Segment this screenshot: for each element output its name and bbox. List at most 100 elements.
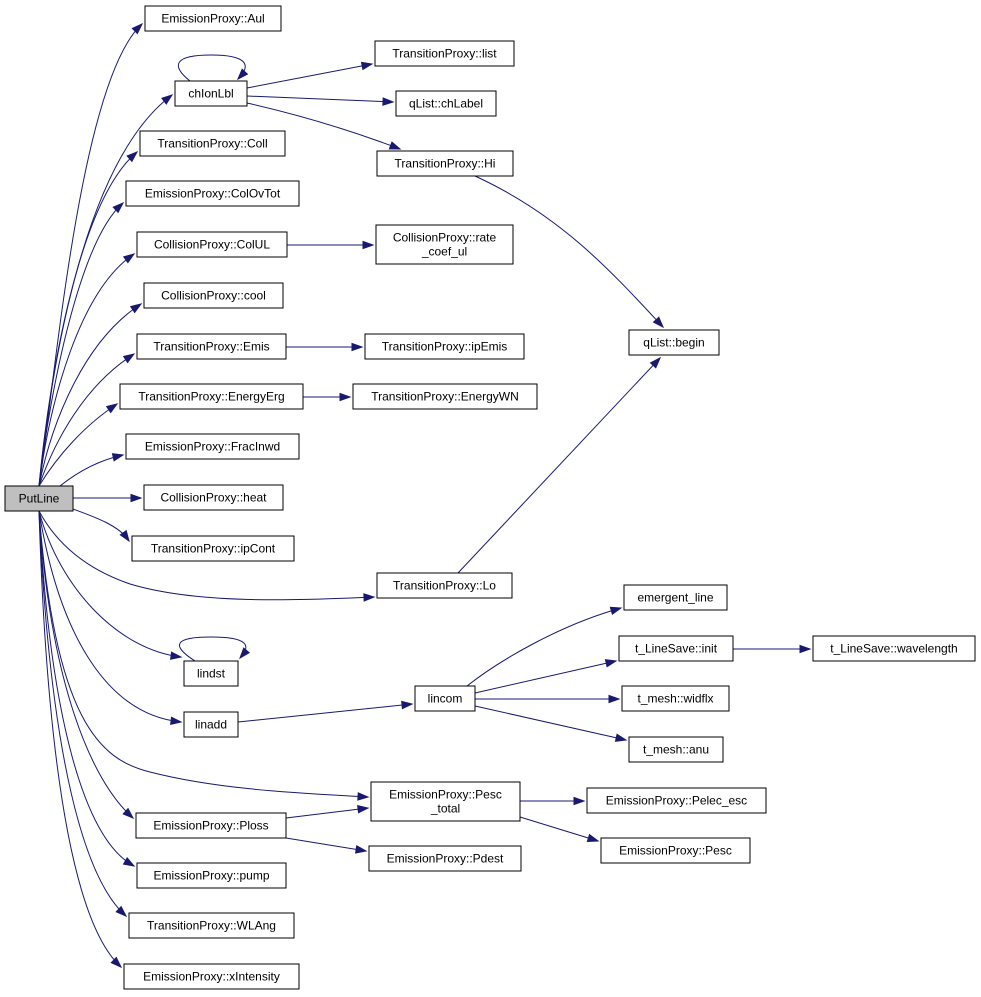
node-widflx[interactable]: t_mesh::widflx — [621, 685, 730, 712]
edge-chionlbl-to-list — [246, 61, 374, 89]
node-lo[interactable]: TransitionProxy::Lo — [376, 572, 513, 599]
node-fracinwd[interactable]: EmissionProxy::FracInwd — [125, 433, 300, 460]
edge-line — [474, 175, 664, 328]
node-aul[interactable]: EmissionProxy::Aul — [144, 5, 282, 32]
node-rate_coef_ul[interactable]: CollisionProxy::rate_coef_ul — [375, 224, 514, 265]
arrowhead — [161, 94, 174, 105]
edge-line — [246, 102, 401, 150]
edges — [38, 22, 812, 969]
node-pump[interactable]: EmissionProxy::pump — [136, 862, 287, 889]
arrowhead — [170, 716, 183, 726]
node-box — [618, 635, 734, 662]
edge-putline-to-wlang — [38, 510, 128, 918]
node-box — [136, 231, 288, 258]
edge-line — [38, 510, 134, 819]
node-begin[interactable]: qList::begin — [628, 329, 720, 356]
node-label: EmissionProxy::Pdest — [387, 852, 504, 866]
edge-line — [179, 636, 247, 662]
edge-line — [457, 357, 661, 574]
node-box — [143, 282, 284, 309]
edge-colul-to-rate_coef_ul — [287, 240, 375, 250]
node-chlabel[interactable]: qList::chLabel — [395, 90, 497, 117]
node-xintensity[interactable]: EmissionProxy::xIntensity — [123, 963, 300, 990]
arrowhead — [119, 529, 130, 543]
arrowhead — [604, 659, 618, 668]
node-emis[interactable]: TransitionProxy::Emis — [136, 333, 287, 360]
edge-line — [237, 703, 413, 723]
node-pdest[interactable]: EmissionProxy::Pdest — [368, 845, 522, 872]
node-lincom[interactable]: lincom — [414, 685, 476, 712]
node-heat[interactable]: CollisionProxy::heat — [143, 484, 284, 511]
node-label: EmissionProxy::Aul — [161, 12, 264, 26]
node-pesc_total[interactable]: EmissionProxy::Pesc_total — [370, 781, 521, 822]
edge-line — [38, 510, 182, 658]
node-label: TransitionProxy::ipCont — [151, 542, 276, 556]
arrowhead — [363, 593, 376, 602]
node-hi[interactable]: TransitionProxy::Hi — [376, 150, 514, 177]
node-label: t_mesh::widflx — [637, 692, 713, 706]
arrowhead — [112, 201, 125, 214]
node-box — [125, 433, 300, 460]
node-label: t_LineSave::init — [635, 642, 718, 656]
edge-putline-to-emis — [38, 353, 136, 487]
edge-line — [38, 403, 118, 487]
node-pelec_esc[interactable]: EmissionProxy::Pelec_esc — [586, 787, 767, 814]
edge-chionlbl-to-chionlbl — [178, 54, 249, 82]
edge-lincom-to-init — [474, 659, 618, 694]
node-box — [376, 572, 513, 599]
edge-pesc_total-to-pelec_esc — [520, 796, 586, 806]
node-label: EmissionProxy::pump — [153, 869, 269, 883]
arrowhead — [586, 833, 600, 843]
edge-line — [246, 63, 373, 89]
node-ipcont[interactable]: TransitionProxy::ipCont — [131, 535, 295, 562]
edge-line — [519, 816, 599, 842]
node-putline[interactable]: PutLine — [4, 485, 74, 512]
arrowhead — [614, 733, 628, 742]
node-lindst[interactable]: lindst — [183, 660, 239, 687]
node-energywn[interactable]: TransitionProxy::EnergyWN — [352, 383, 538, 410]
arrowhead — [382, 97, 395, 106]
node-colovtot[interactable]: EmissionProxy::ColOvTot — [125, 180, 300, 207]
edge-lincom-to-anu — [474, 705, 628, 742]
arrowhead — [126, 151, 139, 163]
node-label: qList::chLabel — [409, 97, 483, 111]
edge-line — [285, 837, 367, 852]
node-label: qList::begin — [643, 336, 704, 350]
node-box — [812, 635, 976, 662]
node-label: lindst — [197, 667, 226, 681]
node-linadd[interactable]: linadd — [183, 711, 239, 738]
arrowhead — [362, 240, 375, 250]
node-box — [352, 383, 538, 410]
node-label: TransitionProxy::Emis — [153, 340, 269, 354]
arrowhead — [354, 845, 368, 854]
node-anu[interactable]: t_mesh::anu — [628, 736, 724, 763]
node-init[interactable]: t_LineSave::init — [618, 635, 734, 662]
node-box — [628, 736, 724, 763]
node-cool[interactable]: CollisionProxy::cool — [143, 282, 284, 309]
node-wavelength[interactable]: t_LineSave::wavelength — [812, 635, 976, 662]
arrowhead — [105, 403, 119, 414]
node-emergent_line[interactable]: emergent_line — [623, 584, 728, 611]
node-coll[interactable]: TransitionProxy::Coll — [139, 130, 286, 157]
arrowhead — [110, 956, 123, 969]
arrowhead — [122, 807, 135, 819]
node-chionlbl[interactable]: chIonLbl — [174, 80, 248, 107]
node-ploss[interactable]: EmissionProxy::Ploss — [135, 812, 287, 839]
node-colul[interactable]: CollisionProxy::ColUL — [136, 231, 288, 258]
node-box — [370, 781, 521, 822]
node-energyerg[interactable]: TransitionProxy::EnergyErg — [119, 383, 304, 410]
node-label: TransitionProxy::EnergyErg — [138, 390, 284, 404]
node-ipemis[interactable]: TransitionProxy::ipEmis — [364, 333, 525, 360]
node-label: _coef_ul — [421, 245, 467, 259]
edge-line — [246, 95, 394, 103]
edge-putline-to-heat — [73, 493, 143, 503]
node-box — [374, 40, 515, 67]
edge-putline-to-pesc_total — [38, 510, 370, 801]
node-box — [123, 963, 300, 990]
edge-putline-to-coll — [38, 151, 139, 487]
node-wlang[interactable]: TransitionProxy::WLAng — [128, 912, 295, 939]
edge-line — [38, 353, 135, 487]
arrowhead — [357, 792, 370, 801]
node-list[interactable]: TransitionProxy::list — [374, 40, 515, 67]
node-pesc[interactable]: EmissionProxy::Pesc — [600, 837, 751, 864]
